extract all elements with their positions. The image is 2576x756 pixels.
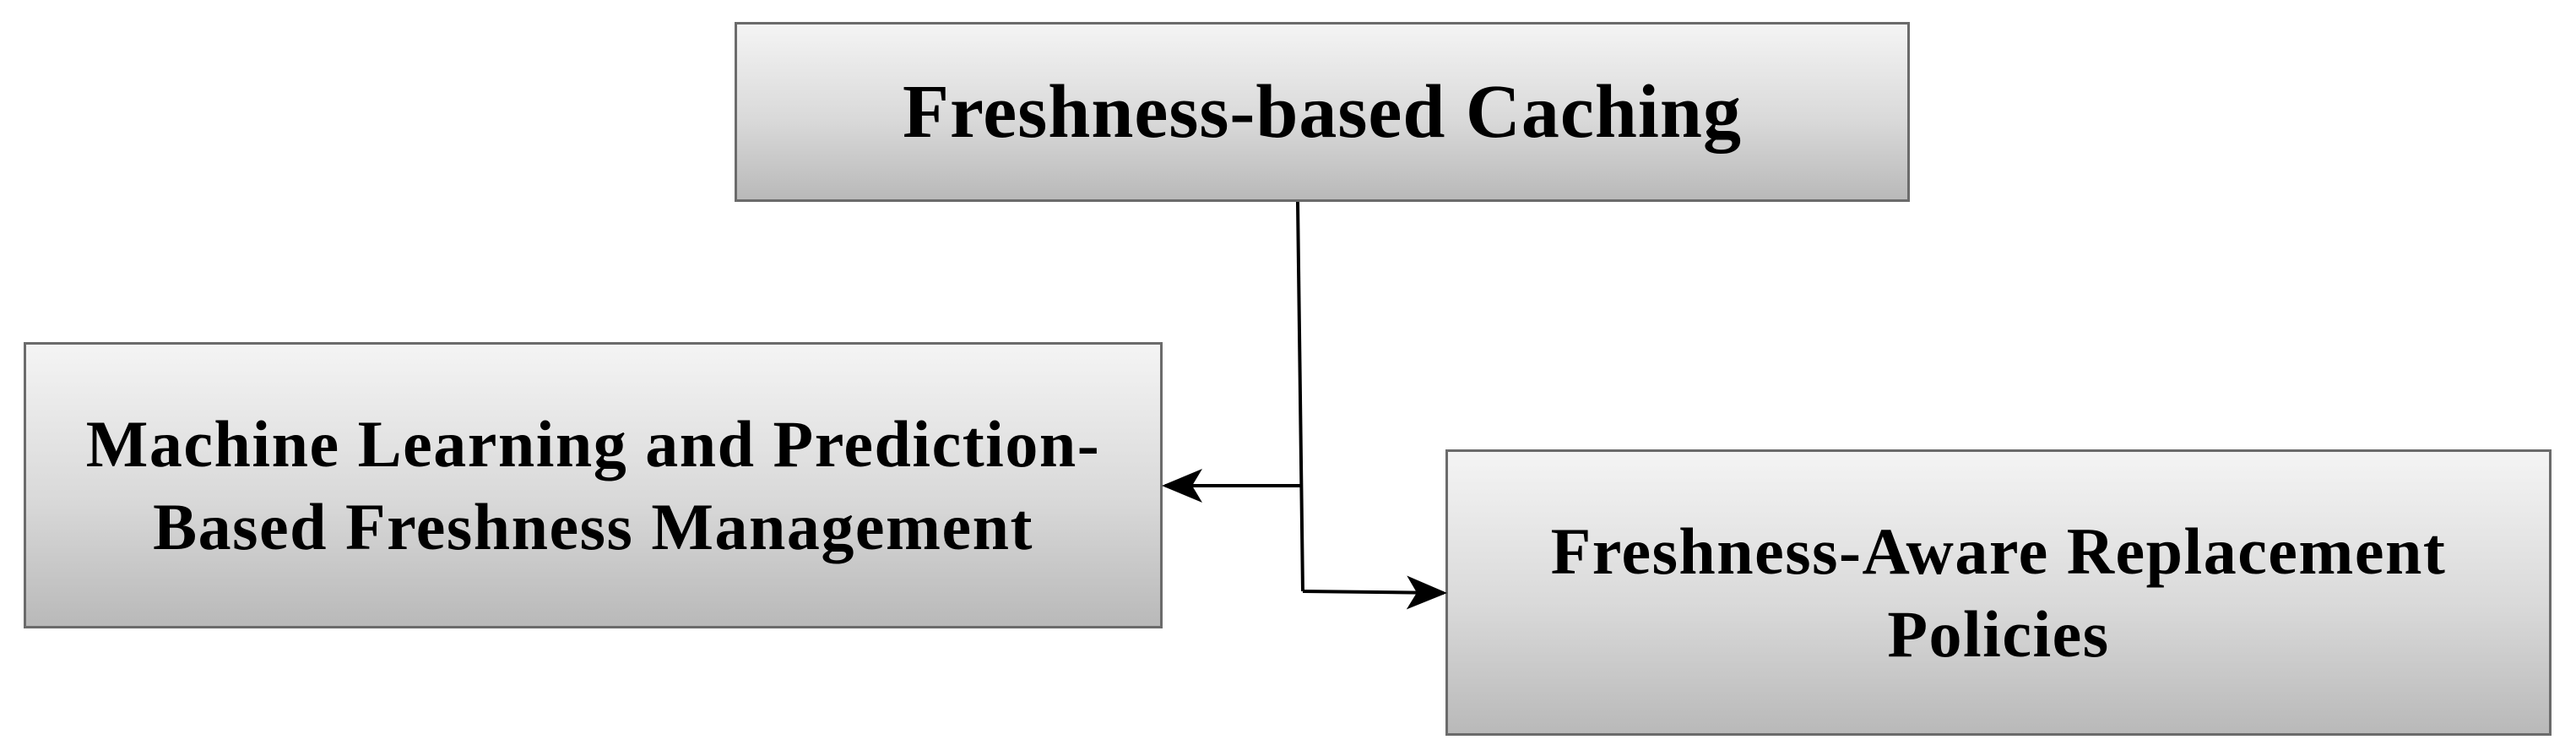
child-node-ml-label: Machine Learning and Prediction-Based Fr… [85, 406, 1101, 563]
child-node-ml-prediction: Machine Learning and Prediction-Based Fr… [24, 342, 1163, 628]
connector-arrow-to-replacement [1302, 575, 1447, 610]
connector-trunk [1296, 201, 1304, 592]
root-node-freshness-based-caching: Freshness-based Caching [735, 22, 1910, 202]
root-node-label: Freshness-based Caching [903, 70, 1742, 154]
child-node-replacement-label: Freshness-Aware Replacement Policies [1550, 514, 2447, 671]
child-node-replacement-policies: Freshness-Aware Replacement Policies [1445, 449, 2552, 736]
